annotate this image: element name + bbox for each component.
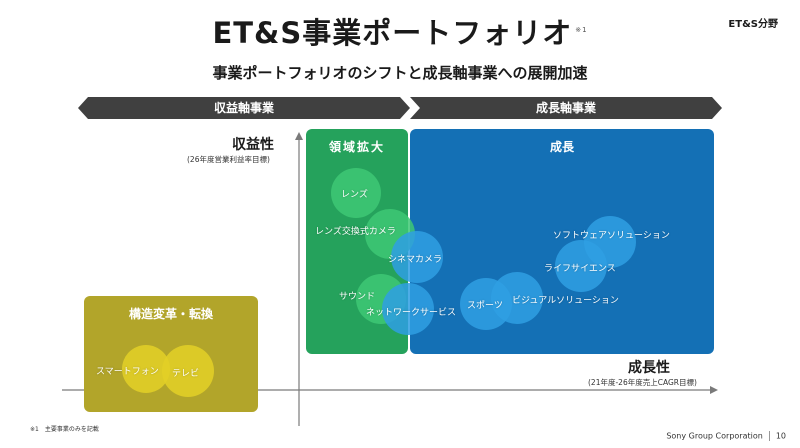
page-title-text: ET&S事業ポートフォリオ: [212, 16, 573, 50]
footer-divider: [768, 431, 770, 441]
circle-visual: [491, 272, 543, 324]
banner-growth-axis: 成長軸事業: [410, 97, 722, 119]
footnote: ※1 主要事業のみを記載: [30, 426, 99, 433]
label-software: ソフトウェアソリューション: [553, 231, 670, 241]
banner-revenue-axis-shape: [78, 97, 410, 119]
label-sound: サウンド: [339, 292, 376, 302]
banner-revenue-axis-label: 収益軸事業: [213, 101, 274, 115]
circle-network: [382, 283, 434, 335]
banner-growth-axis-shape: [410, 97, 722, 119]
label-lens: レンズ: [341, 190, 368, 200]
y-axis-label: 収益性: [232, 137, 274, 153]
panel-growth: [410, 129, 714, 354]
x-axis-label: 成長性: [628, 360, 670, 376]
page-title: ET&S事業ポートフォリオ※1: [0, 10, 800, 52]
label-visual: ビジュアルソリューション: [512, 296, 619, 306]
x-axis-sublabel: (21年度-26年度売上CAGR目標): [588, 378, 697, 387]
panel-growth-title: 成長: [549, 140, 574, 154]
panel-expand-title: 領域拡大: [328, 140, 385, 154]
label-smartphone: スマートフォン: [96, 367, 159, 377]
circle-tv: [162, 345, 214, 397]
circle-cinema: [391, 231, 443, 283]
x-axis-arrowhead: [710, 386, 718, 394]
label-sports: スポーツ: [467, 301, 503, 311]
title-footnote-mark: ※1: [575, 26, 588, 35]
y-axis-arrowhead: [295, 132, 303, 140]
label-life: ライフサイエンス: [544, 264, 616, 274]
banner-revenue-axis: 収益軸事業: [78, 97, 410, 119]
banner-growth-axis-label: 成長軸事業: [535, 101, 596, 115]
circle-software: [584, 216, 636, 268]
y-axis-sublabel: (26年度営業利益率目標): [187, 155, 270, 164]
page-number: 10: [775, 431, 786, 441]
circle-lens: [331, 168, 381, 218]
label-ilc: レンズ交換式カメラ: [315, 227, 396, 237]
page-subtitle: 事業ポートフォリオのシフトと成長軸事業への展開加速: [212, 64, 588, 82]
label-network: ネットワークサービス: [366, 308, 457, 318]
segment-tag: ET&S分野: [728, 19, 778, 30]
label-tv: テレビ: [172, 369, 200, 379]
panel-restructure-title: 構造変革・転換: [128, 307, 213, 321]
label-cinema: シネマカメラ: [388, 255, 443, 265]
company-name: Sony Group Corporation: [666, 431, 763, 441]
footer: Sony Group Corporation 10: [666, 431, 786, 441]
